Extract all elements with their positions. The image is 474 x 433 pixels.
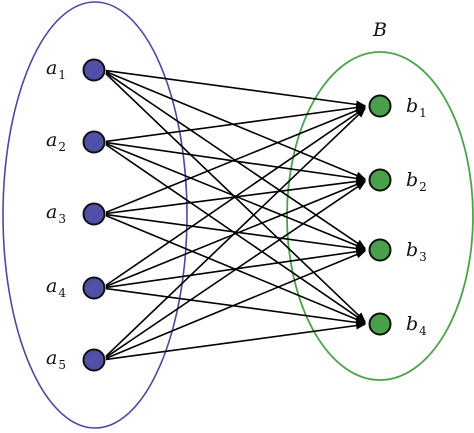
label-a4: a4 bbox=[46, 275, 66, 300]
edge-a5-b3 bbox=[105, 250, 366, 360]
label-a1: a1 bbox=[46, 57, 66, 82]
node-a3 bbox=[82, 202, 106, 226]
labels-group: a1 a2 a3 a4 a5 b1 b2 b3 b4 bbox=[46, 57, 427, 372]
edge-a2-b2 bbox=[105, 141, 366, 183]
set-b-name: B bbox=[372, 19, 387, 41]
node-b4 bbox=[368, 312, 392, 336]
label-a5: a5 bbox=[46, 347, 66, 372]
set-b-ellipse bbox=[286, 51, 474, 381]
edge-a4-b2 bbox=[105, 180, 366, 288]
edge-a1-b2 bbox=[105, 70, 366, 180]
node-a5 bbox=[82, 348, 106, 372]
node-a4 bbox=[82, 276, 106, 300]
node-b3 bbox=[368, 238, 392, 262]
set-a-ellipse bbox=[2, 1, 188, 429]
node-a2 bbox=[82, 130, 106, 154]
label-a3: a3 bbox=[46, 201, 66, 226]
label-a2: a2 bbox=[46, 129, 66, 154]
edges-group bbox=[105, 69, 366, 361]
edge-a2-b1 bbox=[105, 103, 366, 143]
label-b1: b1 bbox=[406, 95, 427, 120]
edge-a5-b4 bbox=[105, 321, 366, 361]
node-a1 bbox=[82, 58, 106, 82]
edge-a3-b1 bbox=[105, 106, 366, 214]
label-b4: b4 bbox=[406, 313, 427, 338]
edge-a4-b4 bbox=[105, 287, 366, 327]
nodes-group bbox=[82, 58, 392, 372]
node-b2 bbox=[368, 168, 392, 192]
edge-a4-b1 bbox=[105, 107, 366, 286]
node-b1 bbox=[368, 94, 392, 118]
edge-a5-b2 bbox=[105, 181, 366, 358]
edge-a1-b1 bbox=[105, 69, 366, 109]
edge-a5-b1 bbox=[105, 107, 366, 357]
label-b3: b3 bbox=[406, 239, 427, 264]
label-b2: b2 bbox=[406, 169, 427, 194]
